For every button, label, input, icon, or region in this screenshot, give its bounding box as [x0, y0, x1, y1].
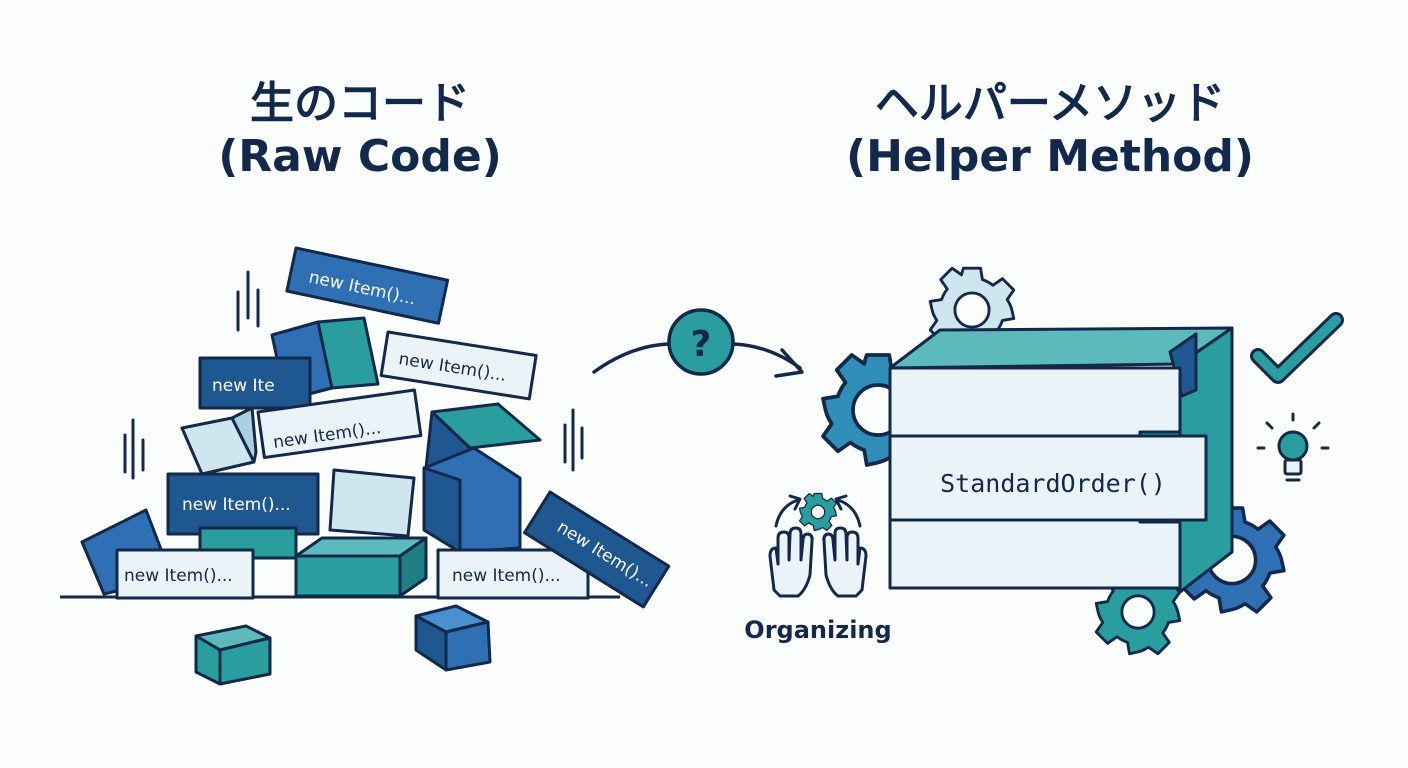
code-label: new Item()...	[182, 495, 291, 515]
code-label: new Item()...	[124, 566, 233, 586]
code-cube	[294, 536, 428, 598]
helper-method-title: ヘルパーメソッド (Helper Method)	[790, 78, 1310, 184]
helper-box	[888, 326, 1234, 594]
code-block-cut	[198, 356, 312, 410]
code-block	[285, 246, 450, 325]
motion-lines	[123, 270, 584, 480]
code-block	[166, 472, 320, 536]
code-cube	[194, 624, 272, 686]
curve-arrow-right	[836, 498, 862, 528]
code-block	[256, 388, 423, 460]
organizing-icon	[768, 492, 868, 598]
checkmark-icon	[1250, 312, 1344, 384]
code-label: new Item()...	[452, 566, 561, 586]
arrow-head-icon	[774, 348, 804, 378]
right-hand-icon	[822, 526, 868, 598]
box-method-label: StandardOrder()	[940, 469, 1166, 498]
helper-method-title-jp: ヘルパーメソッド	[874, 78, 1226, 129]
code-cube	[180, 406, 258, 476]
helper-method-graphic	[821, 266, 1286, 656]
transition-arrow: ?	[592, 308, 804, 378]
question-circle-icon	[667, 308, 735, 376]
code-block	[523, 490, 671, 609]
gear-icon	[928, 266, 1016, 354]
small-gear-icon	[798, 492, 838, 532]
code-block	[115, 548, 255, 600]
code-cube	[414, 604, 492, 672]
raw-code-title-en: (Raw Code)	[218, 130, 502, 182]
code-label-cut: new Ite	[212, 376, 275, 396]
organizing-label: Organizing	[744, 616, 891, 644]
question-mark: ?	[691, 324, 712, 365]
left-hand-icon	[768, 526, 814, 598]
raw-code-pile	[60, 246, 671, 686]
code-cube	[328, 468, 416, 538]
curve-arrow-left	[774, 498, 800, 528]
code-cube	[422, 446, 522, 554]
gear-icon	[1094, 568, 1182, 656]
box-label-panel	[888, 434, 1208, 522]
raw-code-title: 生のコード (Raw Code)	[150, 78, 570, 184]
raw-code-title-jp: 生のコード	[250, 78, 470, 129]
code-block	[379, 330, 538, 401]
helper-method-title-en: (Helper Method)	[845, 130, 1255, 182]
lightbulb-icon	[1256, 412, 1330, 482]
